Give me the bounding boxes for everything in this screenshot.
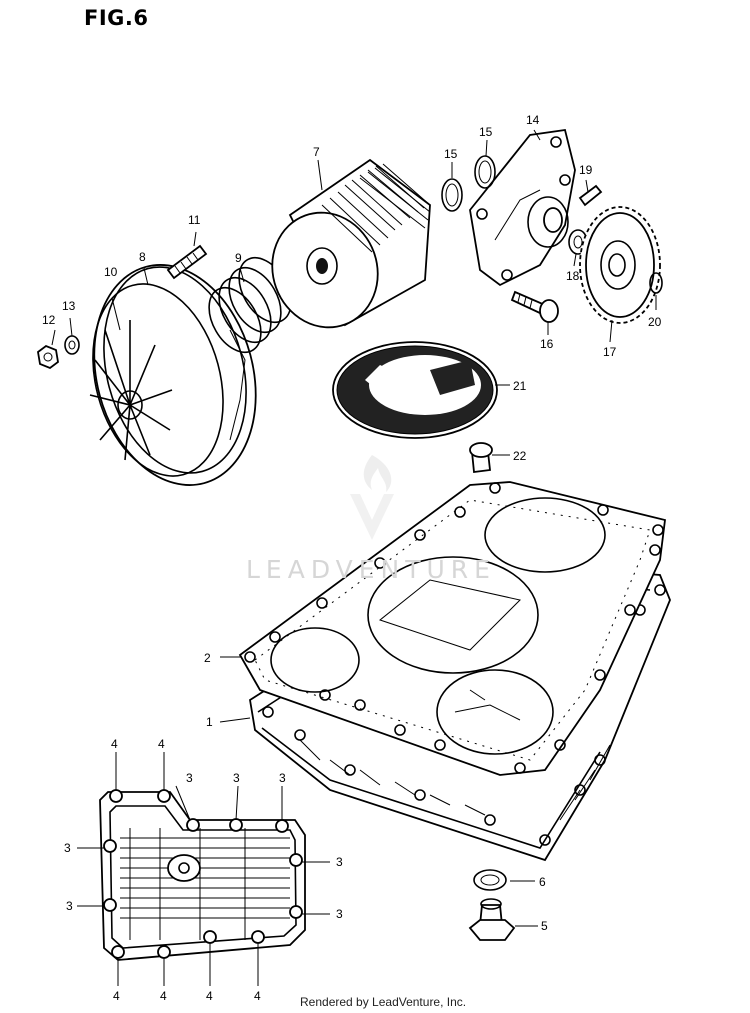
pump-pin[interactable] bbox=[578, 184, 603, 207]
callout-labels: 1 2 3 3 3 3 3 3 3 4 4 4 4 4 4 5 6 7 8 9 … bbox=[42, 113, 662, 1003]
watermark-logo bbox=[350, 455, 394, 540]
footer-credit: Rendered by LeadVenture, Inc. bbox=[300, 995, 467, 1009]
callout-21: 21 bbox=[513, 379, 527, 393]
callout-3: 3 bbox=[66, 899, 73, 913]
callout-13: 13 bbox=[62, 299, 76, 313]
callout-19: 19 bbox=[579, 163, 593, 177]
drain-plug-washer[interactable] bbox=[473, 869, 507, 891]
cover-nut[interactable] bbox=[37, 344, 59, 370]
callout-8: 8 bbox=[139, 250, 146, 264]
callout-6: 6 bbox=[539, 875, 546, 889]
callout-5: 5 bbox=[541, 919, 548, 933]
callout-3: 3 bbox=[233, 771, 240, 785]
callout-2: 2 bbox=[204, 651, 211, 665]
oil-pan-bottom-view[interactable] bbox=[99, 789, 306, 961]
callout-10: 10 bbox=[104, 265, 118, 279]
callout-3: 3 bbox=[336, 855, 343, 869]
callout-18: 18 bbox=[566, 269, 580, 283]
oil-pump[interactable] bbox=[469, 128, 576, 287]
oil-strainer[interactable] bbox=[332, 341, 498, 439]
callout-4: 4 bbox=[111, 737, 118, 751]
callout-4: 4 bbox=[160, 989, 167, 1003]
stud-bolt[interactable] bbox=[166, 244, 208, 280]
pump-o-ring-lower[interactable] bbox=[441, 178, 463, 212]
callout-22: 22 bbox=[513, 449, 527, 463]
pump-o-ring-upper[interactable] bbox=[474, 155, 496, 189]
cover-washer[interactable] bbox=[64, 335, 80, 355]
callout-3: 3 bbox=[186, 771, 193, 785]
callout-15: 15 bbox=[444, 147, 458, 161]
callout-11: 11 bbox=[188, 213, 201, 227]
callout-15: 15 bbox=[479, 125, 493, 139]
pump-driven-gear[interactable] bbox=[579, 206, 661, 324]
callout-1: 1 bbox=[206, 715, 213, 729]
callout-4: 4 bbox=[254, 989, 261, 1003]
strainer-bolt[interactable] bbox=[469, 442, 493, 474]
oil-filter-cover[interactable] bbox=[71, 247, 280, 504]
drain-plug[interactable] bbox=[468, 898, 516, 941]
callout-17: 17 bbox=[603, 345, 617, 359]
oil-filter[interactable] bbox=[256, 158, 431, 342]
callout-7: 7 bbox=[313, 145, 320, 159]
callout-9: 9 bbox=[235, 251, 242, 265]
callout-3: 3 bbox=[64, 841, 71, 855]
leader-lines bbox=[51, 129, 657, 986]
filter-spring[interactable] bbox=[198, 249, 301, 362]
oil-pan-gasket[interactable] bbox=[238, 481, 666, 776]
pump-bolt[interactable] bbox=[510, 290, 559, 323]
circlip[interactable] bbox=[649, 272, 663, 294]
watermark-text: LEADVENTURE bbox=[246, 555, 496, 584]
callout-4: 4 bbox=[113, 989, 120, 1003]
callout-14: 14 bbox=[526, 113, 540, 127]
callout-4: 4 bbox=[158, 737, 165, 751]
callout-3: 3 bbox=[336, 907, 343, 921]
figure-title: FIG.6 bbox=[84, 6, 149, 30]
callout-4: 4 bbox=[206, 989, 213, 1003]
callout-16: 16 bbox=[540, 337, 554, 351]
callout-12: 12 bbox=[42, 313, 56, 327]
callout-20: 20 bbox=[648, 315, 662, 329]
callout-3: 3 bbox=[279, 771, 286, 785]
